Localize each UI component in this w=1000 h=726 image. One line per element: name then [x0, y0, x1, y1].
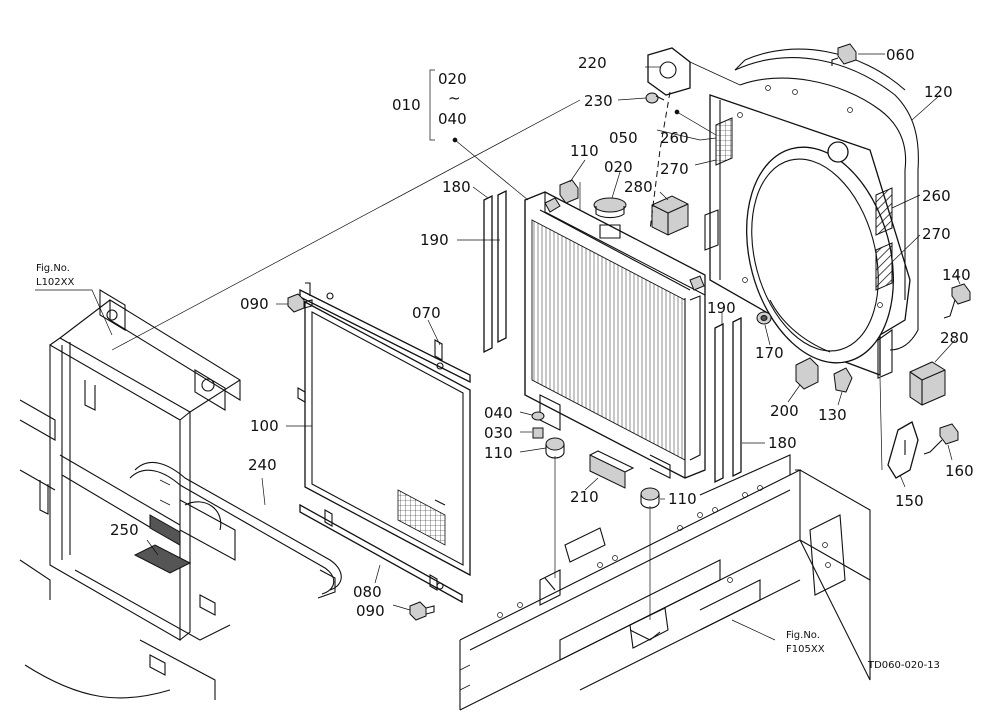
pipe-240: [129, 461, 342, 599]
label-060: 060: [886, 46, 915, 64]
label-110-bottom: 110: [668, 490, 697, 508]
bolt-090-lower: [409, 601, 435, 621]
right-frame-assembly: [459, 454, 871, 711]
ref-l102-line2: L102XX: [36, 277, 75, 288]
mount-110-middle: [545, 437, 565, 459]
label-270-upper: 270: [660, 160, 689, 178]
label-090-lower: 090: [356, 602, 385, 620]
label-280-upper: 280: [624, 178, 653, 196]
label-120: 120: [924, 83, 953, 101]
label-030: 030: [484, 424, 513, 442]
label-tilde: ~: [448, 89, 461, 107]
fan-shroud-120: [704, 48, 919, 379]
label-040-group: 040: [438, 110, 467, 128]
front-screen-100: [297, 300, 471, 577]
label-220: 220: [578, 54, 607, 72]
label-250: 250: [110, 521, 139, 539]
figure-references: Fig.No. L102XX Fig.No. F105XX TD060-020-…: [36, 263, 940, 671]
bracket-150: [887, 421, 919, 479]
bolt-140: [943, 283, 971, 319]
bracket-080: [299, 503, 463, 604]
label-040: 040: [484, 404, 513, 422]
rubber-200: [795, 357, 819, 390]
ref-f105-line2: F105XX: [786, 644, 825, 655]
bolt-160: [923, 423, 959, 455]
seal-strips-right: [714, 316, 742, 484]
label-130: 130: [818, 406, 847, 424]
clip-130: [833, 367, 853, 393]
bracket-220: [647, 47, 691, 96]
rubber-pad-250: [133, 514, 192, 574]
label-230: 230: [584, 92, 613, 110]
label-240: 240: [248, 456, 277, 474]
drawing-code: TD060-020-13: [867, 660, 940, 671]
label-140: 140: [942, 266, 971, 284]
pad-210: [589, 450, 635, 489]
label-150: 150: [895, 492, 924, 510]
label-280-right: 280: [940, 329, 969, 347]
mount-110-bottom: [640, 487, 660, 509]
label-160: 160: [945, 462, 974, 480]
label-110-top: 110: [570, 142, 599, 160]
label-070: 070: [412, 304, 441, 322]
radiator-cap-020: [593, 197, 627, 239]
label-020-group: 020: [438, 70, 467, 88]
label-190-right: 190: [707, 299, 736, 317]
ref-l102-line1: Fig.No.: [36, 263, 70, 274]
leader-lines: [35, 53, 961, 641]
label-270-right: 270: [922, 225, 951, 243]
radiator-core: [524, 191, 706, 479]
bolt-090-upper: [287, 293, 313, 313]
label-050: 050: [609, 129, 638, 147]
label-180-left: 180: [442, 178, 471, 196]
left-frame-assembly: [19, 289, 241, 700]
label-210: 210: [570, 488, 599, 506]
label-090-upper: 090: [240, 295, 269, 313]
bracket-070: [299, 282, 471, 384]
label-180-right: 180: [768, 434, 797, 452]
label-080: 080: [353, 583, 382, 601]
label-110-middle: 110: [484, 444, 513, 462]
bolt-060: [831, 43, 857, 66]
label-010: 010: [392, 96, 421, 114]
label-020-cap: 020: [604, 158, 633, 176]
label-190-left: 190: [420, 231, 449, 249]
label-100: 100: [250, 417, 279, 435]
label-260-upper: 260: [660, 129, 689, 147]
part-280-upper: [651, 195, 689, 236]
label-170: 170: [755, 344, 784, 362]
label-200: 200: [770, 402, 799, 420]
ref-f105-line1: Fig.No.: [786, 630, 820, 641]
grommet-170: [756, 311, 772, 325]
clip-230: [645, 92, 665, 104]
part-labels: 010 020 ~ 040 220 230 050 260 270 060 12…: [110, 46, 974, 620]
seal-strips-left: [483, 189, 507, 354]
drain-plug-030-040: [531, 411, 545, 439]
mount-110-top: [559, 179, 579, 204]
part-280-lower: [909, 361, 946, 406]
label-260-right: 260: [922, 187, 951, 205]
